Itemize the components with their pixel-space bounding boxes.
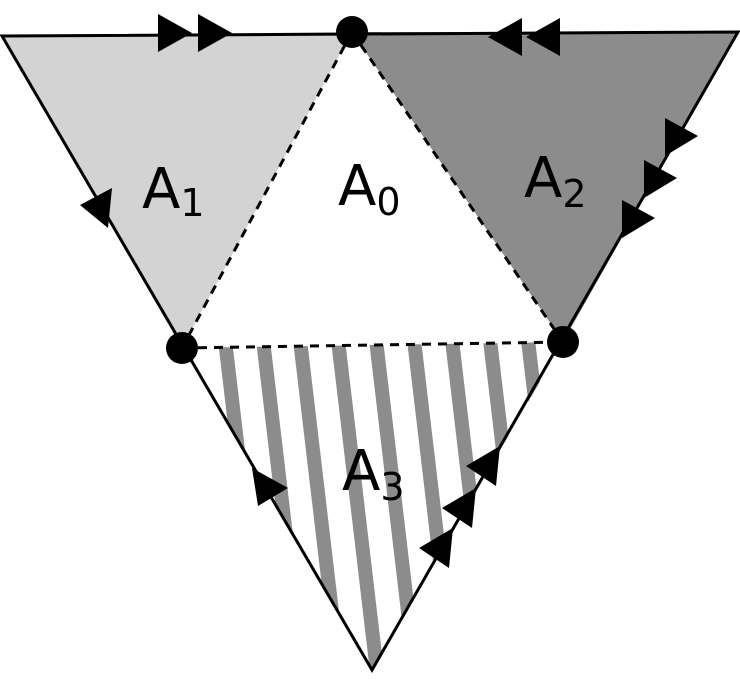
region-a2 [352, 32, 738, 342]
arrow-upper-right-side-1 [665, 118, 698, 156]
arrow-top-right-1 [488, 18, 522, 56]
inner-edge-left [180, 31, 354, 349]
arrow-upper-right-side-3 [622, 200, 655, 238]
arrow-upper-right-side-2 [644, 160, 677, 198]
arrow-lower-left-side [252, 468, 288, 506]
label-a1: A1 [142, 157, 205, 225]
arrow-top-right-2 [526, 18, 560, 56]
arrow-top-left-2 [198, 14, 232, 52]
vertex-top [336, 16, 368, 48]
hatch-stripe [331, 342, 385, 670]
arrow-lower-right-side-2 [442, 488, 476, 528]
arrow-lower-right-side-1 [466, 446, 500, 486]
edge-arrows [80, 14, 698, 568]
arrow-lower-right-side-3 [419, 528, 453, 568]
inner-dashed-edges [180, 31, 565, 350]
inner-edge-right [350, 31, 565, 343]
region-a0 [182, 32, 563, 348]
region-a1 [2, 32, 352, 348]
vertices [166, 16, 579, 364]
hatch-stripe [521, 342, 563, 670]
label-a2: A2 [524, 146, 587, 216]
label-a3: A3 [342, 439, 405, 509]
vertex-right [547, 326, 579, 358]
arrow-top-left-1 [158, 14, 192, 52]
label-a0: A0 [338, 154, 401, 224]
arrow-upper-left-side [80, 188, 112, 228]
vertex-left [166, 332, 198, 364]
